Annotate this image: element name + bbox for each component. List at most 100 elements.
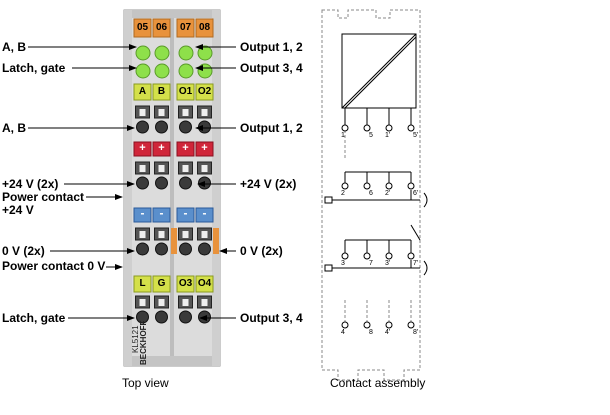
contact-number: 2' [385,190,391,197]
tab-text: O2 [197,86,212,97]
tab-text: - [140,206,145,220]
contact-points [341,124,415,329]
tab-text: - [159,206,164,220]
contact-number: 7' [413,260,419,267]
label-output12-mid: Output 1, 2 [240,121,303,135]
clamp-wire-entry [136,120,149,134]
tab-text: G [157,278,166,289]
label-power-contact-24v: +24 V [2,203,34,217]
clamp-slot [182,231,189,238]
contact-point [407,182,415,190]
tab-text: B [157,86,166,97]
contact-assembly-outline [321,9,421,381]
label-power-contact-0v: Power contact 0 V [2,259,106,273]
tab-text: O4 [197,278,212,289]
contact-point [407,252,415,260]
contact-point [385,182,393,190]
power-contact-bars [171,228,219,254]
contact-point [385,321,393,329]
contact-number: 1 [341,132,345,139]
contact-point [341,321,349,329]
signal-tabs-row4 [133,275,214,293]
clamp-wire-entry [136,310,149,324]
contact-point [363,182,371,190]
right-callout-arrows [195,44,236,321]
clamp-slot [139,231,146,238]
tab-text: 05 [136,22,149,33]
label-0v-right: 0 V (2x) [240,244,283,258]
signal-tabs-row1 [133,83,214,101]
contact-point [341,182,349,190]
contact-number: 8 [369,329,373,336]
clamp-slot [158,109,165,116]
clamp-wire-entry [198,120,211,134]
contact-point [407,321,415,329]
tab-text: 06 [155,22,168,33]
tab-text: 08 [198,22,211,33]
label-24v-left: +24 V (2x) [2,177,59,191]
top-number-tabs [133,18,214,38]
clamp-wire-entry [155,120,168,134]
tab-text: O3 [178,278,193,289]
contact-number: 5' [413,132,419,139]
contact-number: 7 [369,260,373,267]
clamp-slot [158,231,165,238]
label-power-contact: Power contact [2,190,85,204]
clamp-wire-entry [179,176,192,190]
label-24v-right: +24 V (2x) [240,177,297,191]
clamp-wire-entry [155,310,168,324]
label-output34-bottom: Output 3, 4 [240,311,303,325]
clamp-slot [201,109,208,116]
clamp-slot [158,299,165,306]
clamp-wire-entry [179,242,192,256]
contact-number: 8' [413,329,419,336]
contact-point [363,252,371,260]
clamp-slot [182,109,189,116]
caption-contact-assembly: Contact assembly [330,376,426,390]
side-power-connectors [324,192,428,276]
contact-point [407,124,415,132]
contact-number: 3 [341,260,345,267]
label-ab-top: A, B [2,40,26,54]
label-0v-left: 0 V (2x) [2,244,45,258]
contact-number: 6' [413,190,419,197]
clamp-slot [139,165,146,172]
contact-number: 4' [385,329,391,336]
clamp-slot [158,165,165,172]
label-output12-top: Output 1, 2 [240,40,303,54]
contact-point [385,124,393,132]
clamp-wire-entry [179,120,192,134]
contact-point [385,252,393,260]
caption-top-view: Top view [122,376,169,390]
contact-point [363,124,371,132]
tab-text: + [201,142,208,154]
tab-text: - [202,206,207,220]
tab-text: A [138,86,147,97]
module-brand: BECKHOFF [139,320,148,365]
clamp-slot [201,165,208,172]
contact-wiring-dashed [344,130,412,322]
converter-symbol [341,33,417,109]
clamp-slot [201,231,208,238]
contact-number: 6 [369,190,373,197]
clamp-slot [182,165,189,172]
contact-number: 1' [385,132,391,139]
contact-point [363,321,371,329]
contact-number: 4 [341,329,345,336]
tab-text: + [182,142,189,154]
clamp-slot [139,109,146,116]
label-latch-gate-bottom: Latch, gate [2,311,66,325]
contact-number: 3' [385,260,391,267]
label-ab-mid: A, B [2,121,26,135]
clamp-wire-entry [198,242,211,256]
clamp-wire-entry [179,310,192,324]
negative-tabs [133,207,214,223]
clamp-slot [182,299,189,306]
status-leds [135,45,213,79]
left-callout-arrows [28,44,137,321]
clamp-wire-entry [198,176,211,190]
tab-text: O1 [178,86,193,97]
tab-text: 07 [179,22,192,33]
tab-text: + [139,142,146,154]
